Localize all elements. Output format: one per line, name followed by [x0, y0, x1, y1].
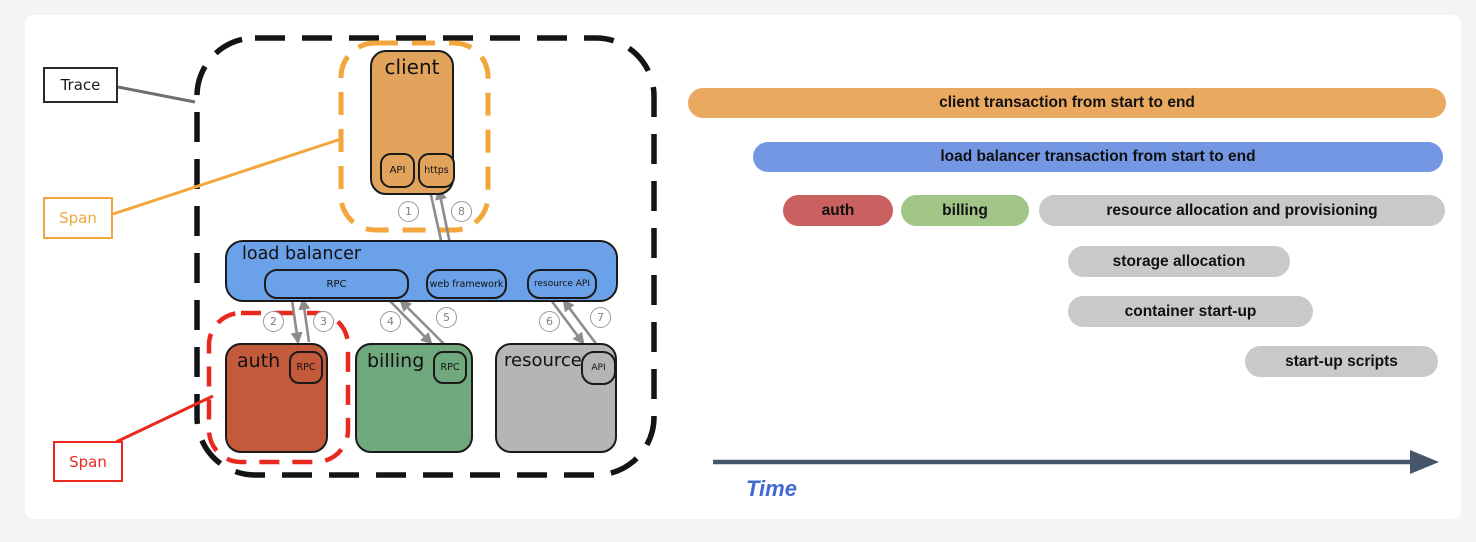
step-circle-2: 2 [263, 311, 284, 332]
span-bar-resource-allocation: resource allocation and provisioning [1039, 195, 1445, 226]
step-circle-3: 3 [313, 311, 334, 332]
step-circle-8: 8 [451, 201, 472, 222]
span-bar-storage-allocation: storage allocation [1068, 246, 1290, 277]
resource-service-label: resource [504, 350, 582, 371]
return-line-7 [562, 299, 599, 346]
billing-rpc-box: RPC [433, 351, 467, 384]
step-circle-6: 6 [539, 311, 560, 332]
resource-api-box: API [581, 351, 616, 385]
trace-leader-line [117, 85, 196, 104]
span-bar-client: client transaction from start to end [688, 88, 1446, 118]
auth-span-label: Span [53, 441, 123, 482]
time-axis-label: Time [746, 476, 797, 501]
span-bar-auth: auth [783, 195, 893, 226]
call-line-4 [388, 299, 433, 345]
span-bar-load-balancer: load balancer transaction from start to … [753, 142, 1443, 172]
auth-span-label-text: Span [69, 452, 107, 471]
span-bar-startup-scripts: start-up scripts [1245, 346, 1438, 377]
step-circle-5: 5 [436, 307, 457, 328]
client-span-leader-line [112, 137, 342, 216]
step-circle-4: 4 [380, 311, 401, 332]
client-https-box: https [418, 153, 455, 188]
client-node-label: client [384, 55, 440, 79]
span-bar-container-startup: container start-up [1068, 296, 1313, 327]
call-line-2 [290, 299, 303, 345]
auth-service-node: auth RPC [225, 343, 328, 453]
load-balancer-rpc-box: RPC [264, 269, 409, 299]
client-node: client API https [370, 50, 455, 195]
client-span-label: Span [43, 197, 113, 239]
load-balancer-node-label: load balancer [242, 244, 362, 264]
load-balancer-resource-api-box: resource API [527, 269, 597, 299]
auth-span-leader-line [115, 394, 214, 444]
return-line-5 [399, 299, 446, 346]
trace-boundary [194, 35, 657, 478]
billing-service-label: billing [367, 350, 425, 372]
client-span-label-text: Span [59, 209, 97, 227]
trace-label-text: Trace [60, 76, 101, 94]
load-balancer-web-framework-box: web framework [426, 269, 507, 299]
span-bar-billing: billing [901, 195, 1029, 226]
time-axis-arrowhead-icon [1410, 450, 1439, 474]
step-circle-1: 1 [398, 201, 419, 222]
auth-service-label: auth [237, 350, 281, 372]
resource-service-node: resource API [495, 343, 617, 453]
load-balancer-node: load balancer RPC web framework resource… [225, 240, 618, 302]
client-api-box: API [380, 153, 415, 188]
trace-label: Trace [43, 67, 118, 103]
step-circle-7: 7 [590, 307, 611, 328]
billing-service-node: billing RPC [355, 343, 473, 453]
auth-rpc-box: RPC [289, 351, 323, 384]
return-line-3 [298, 297, 311, 343]
client-span-boundary [338, 40, 491, 233]
call-line-6 [549, 299, 585, 345]
